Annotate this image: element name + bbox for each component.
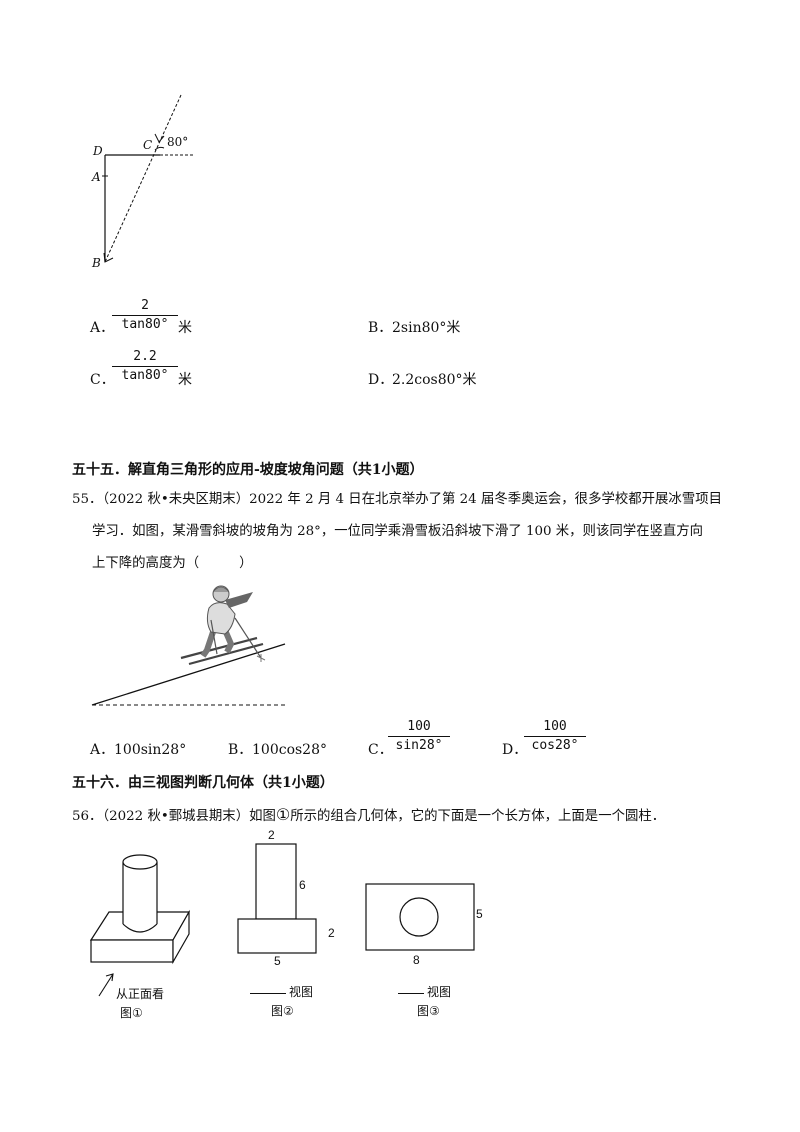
q54-option-d-text: 2.2cos80°米 xyxy=(392,372,477,388)
q55-option-d-fraction: 100 cos28° xyxy=(524,718,586,755)
angle-arc xyxy=(154,146,165,151)
fig2-blank xyxy=(250,992,286,994)
q56-figure1 xyxy=(89,854,191,997)
fig3-dim-bottom: 8 xyxy=(413,953,420,967)
q54-option-c-letter: C． xyxy=(90,372,115,388)
q54-option-a-fraction: 2 tan80° xyxy=(112,297,178,334)
fig2-dim-side-upper: 6 xyxy=(299,878,306,892)
q54-option-c-fraction: 2.2 tan80° xyxy=(112,348,178,385)
q55-line2: 学习．如图，某滑雪斜坡的坡角为 28°，一位同学乘滑雪板沿斜坡下滑了 100 米… xyxy=(92,524,704,539)
q55-option-c-den: sin28° xyxy=(395,738,443,753)
arrow-b xyxy=(103,252,114,263)
q56-line1: 56．（2022 秋•鄄城县期末）如图①所示的组合几何体，它的下面是一个长方体，… xyxy=(72,805,665,827)
fig3-circle xyxy=(399,897,439,937)
q55-slope-figure xyxy=(91,585,286,706)
fig3-view-label: 视图 xyxy=(427,985,452,999)
circled-one: ① xyxy=(275,805,291,824)
fig2-view-label: 视图 xyxy=(289,985,314,999)
q55-line3-pre: 上下降的高度为（ xyxy=(92,556,200,571)
q54-option-b-text: 2sin80°米 xyxy=(392,320,461,336)
q55-option-a-letter: A． xyxy=(90,742,115,758)
fig2-dim-bottom: 5 xyxy=(274,954,281,968)
q55-option-d-den: cos28° xyxy=(531,738,579,753)
q56-line1-pre: 56．（2022 秋•鄄城县期末）如图 xyxy=(72,809,276,824)
q54-option-a-letter: A． xyxy=(90,320,115,336)
section-55-heading: 五十五．解直角三角形的应用-坡度坡角问题（共1小题） xyxy=(72,462,424,478)
q55-option-c-fraction: 100 sin28° xyxy=(388,718,450,755)
fig1-view-caption: 从正面看 xyxy=(116,987,165,1001)
q54-option-a-den: tan80° xyxy=(121,317,169,332)
fig3-dim-side: 5 xyxy=(476,907,483,921)
line-of-sight-dashed xyxy=(104,94,182,263)
q56-line1-post: 所示的组合几何体，它的下面是一个长方体，上面是一个圆柱． xyxy=(290,809,666,824)
q54-option-c-unit: 米 xyxy=(178,372,192,388)
arrow-c xyxy=(154,133,165,143)
q55-option-c-letter: C． xyxy=(368,742,393,758)
fig2-caption: 图② xyxy=(271,1004,294,1018)
q55-line1: 55．（2022 秋•未央区期末）2022 年 2 月 4 日在北京举办了第 2… xyxy=(72,492,722,507)
q55-line3-post: ） xyxy=(239,556,253,571)
fig2-dim-top: 2 xyxy=(268,828,275,842)
q55-line3: 上下降的高度为（ ） xyxy=(92,554,253,574)
fig1-caption: 图① xyxy=(120,1006,143,1020)
fig2-view-caption: 视图 xyxy=(250,983,313,1000)
label-d: D xyxy=(93,144,103,158)
skier-illustration xyxy=(180,585,266,666)
fig3-blank xyxy=(398,992,424,994)
fig2-lower-rect xyxy=(237,918,317,954)
q54-figure xyxy=(102,94,193,263)
q56-figure2 xyxy=(237,843,317,954)
q54-option-b-letter: B． xyxy=(368,320,393,336)
label-a: A xyxy=(92,170,101,184)
q55-option-c-num: 100 xyxy=(388,718,450,737)
q55-option-a-text: 100sin28° xyxy=(114,742,187,758)
q54-option-a-num: 2 xyxy=(112,297,178,316)
fig3-caption: 图③ xyxy=(417,1004,440,1018)
q55-option-d-letter: D． xyxy=(502,742,528,758)
q54-option-a-unit: 米 xyxy=(178,320,192,336)
label-c: C xyxy=(143,138,153,152)
q55-option-b-text: 100cos28° xyxy=(252,742,327,758)
fig2-dim-side-lower: 2 xyxy=(328,926,335,940)
label-b: B xyxy=(92,256,101,270)
q55-option-d-num: 100 xyxy=(524,718,586,737)
q54-option-c-num: 2.2 xyxy=(112,348,178,367)
q56-figure3 xyxy=(365,883,475,951)
q55-option-b-letter: B． xyxy=(228,742,253,758)
section-56-heading: 五十六．由三视图判断几何体（共1小题） xyxy=(72,775,334,791)
label-angle: 80° xyxy=(167,135,189,149)
q54-option-c-den: tan80° xyxy=(121,368,169,383)
fig3-view-caption: 视图 xyxy=(398,983,451,1000)
q54-option-d-letter: D． xyxy=(368,372,394,388)
slope-line xyxy=(91,643,286,706)
fig2-upper-rect xyxy=(255,843,297,920)
